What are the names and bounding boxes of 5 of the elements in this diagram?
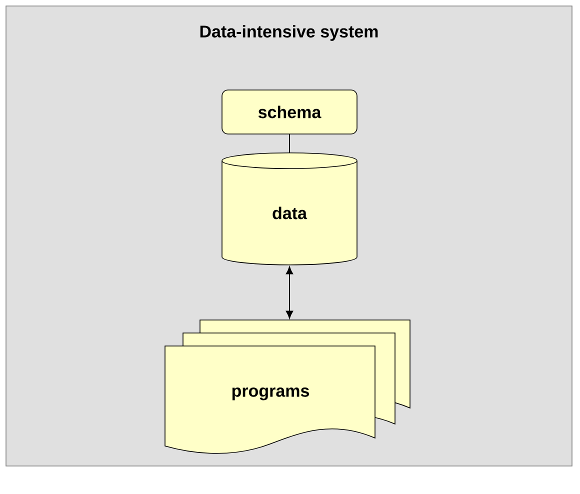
database-cylinder: data [222,152,358,266]
schema-box: schema [222,90,358,134]
document-stack: programs [164,320,410,454]
arrow [286,266,294,319]
connector-line [289,134,290,153]
